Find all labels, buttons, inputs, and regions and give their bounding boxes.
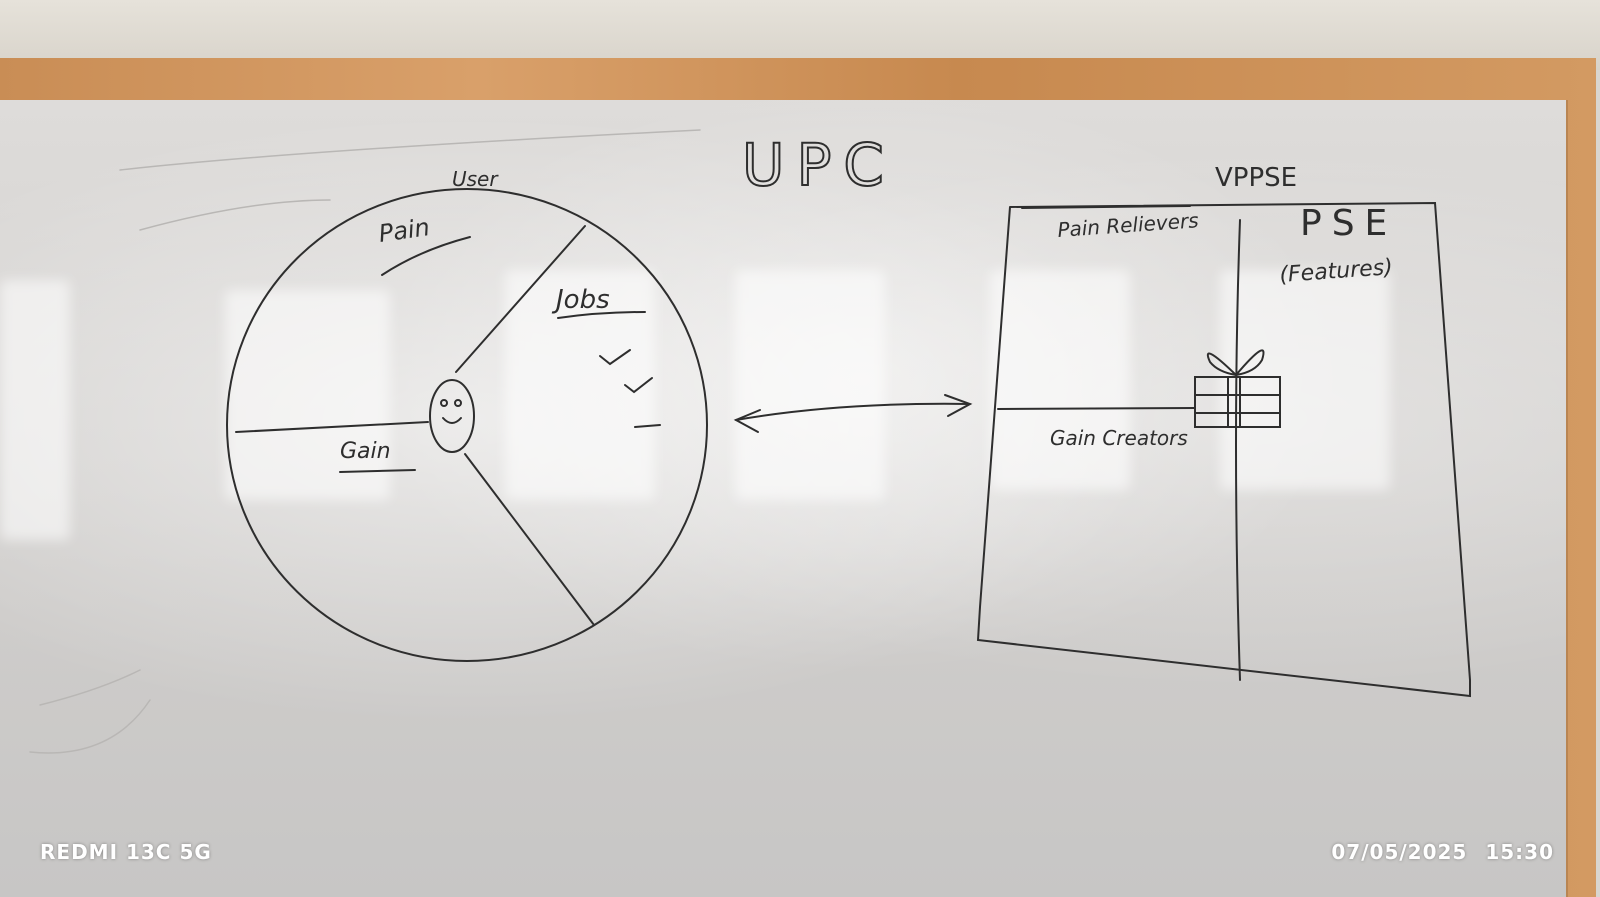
device-watermark: REDMI 13C 5G xyxy=(40,840,212,864)
divider-line xyxy=(455,225,586,373)
gain-label: Gain xyxy=(340,439,391,464)
window-reflection xyxy=(1220,270,1390,490)
gift-icon xyxy=(1194,376,1281,428)
value-map-divider xyxy=(1235,219,1241,681)
vppse-label: VPPSE xyxy=(1215,163,1297,193)
board-title: UPC xyxy=(742,131,896,199)
time-watermark: 15:30 xyxy=(1485,840,1554,864)
pain-relievers-label: Pain Relievers xyxy=(1057,208,1200,242)
features-label: (Features) xyxy=(1279,255,1394,288)
window-reflection xyxy=(225,290,390,500)
divider-line xyxy=(464,453,595,626)
pain-label: Pain xyxy=(377,213,431,248)
jobs-label: Jobs xyxy=(551,285,610,315)
divider-line xyxy=(235,421,429,433)
window-reflection xyxy=(505,270,655,500)
user-label: User xyxy=(452,167,499,191)
pse-label: PSE xyxy=(1300,203,1397,244)
gain-creators-label: Gain Creators xyxy=(1050,426,1188,450)
date-watermark: 07/05/2025 xyxy=(1331,840,1468,864)
window-reflection xyxy=(0,280,70,540)
value-map-box xyxy=(976,201,1471,698)
double-arrow xyxy=(735,402,971,421)
user-face xyxy=(429,379,475,453)
window-reflection xyxy=(735,270,885,500)
datetime-watermark: 07/05/2025 15:30 xyxy=(1313,840,1554,864)
window-reflection xyxy=(990,270,1130,490)
customer-profile-circle xyxy=(226,188,708,662)
